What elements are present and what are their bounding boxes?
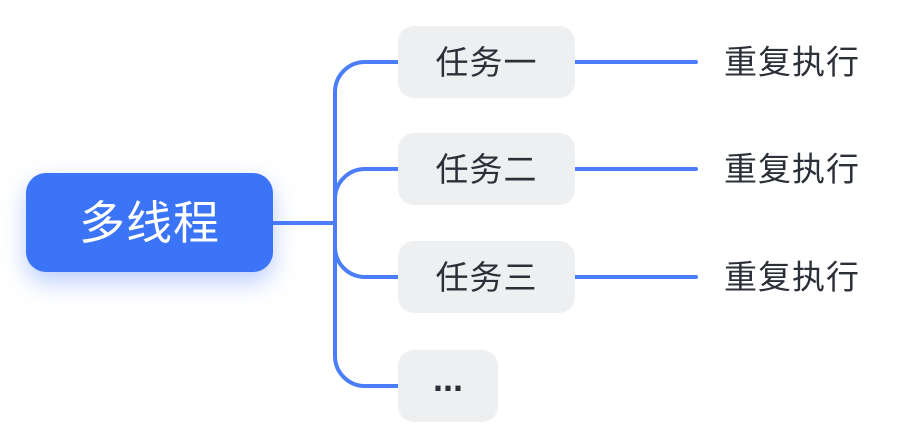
- task-node-3[interactable]: 任务三: [398, 241, 575, 313]
- annotation-task-1[interactable]: 重复执行: [724, 43, 860, 81]
- task-node-ellipsis[interactable]: ...: [398, 350, 498, 422]
- root-node-multithreading[interactable]: 多线程: [26, 173, 273, 272]
- annotation-task-3[interactable]: 重复执行: [724, 258, 860, 296]
- connector-trunk-task3: [333, 221, 400, 279]
- task-node-1[interactable]: 任务一: [398, 26, 575, 98]
- annotation-task-2[interactable]: 重复执行: [724, 150, 860, 188]
- connector-trunk-dots: [333, 221, 400, 388]
- ellipsis-label: ...: [432, 358, 463, 399]
- connector-trunk-task2: [333, 167, 400, 225]
- task-node-2[interactable]: 任务二: [398, 133, 575, 205]
- connector-trunk-task1: [333, 60, 400, 225]
